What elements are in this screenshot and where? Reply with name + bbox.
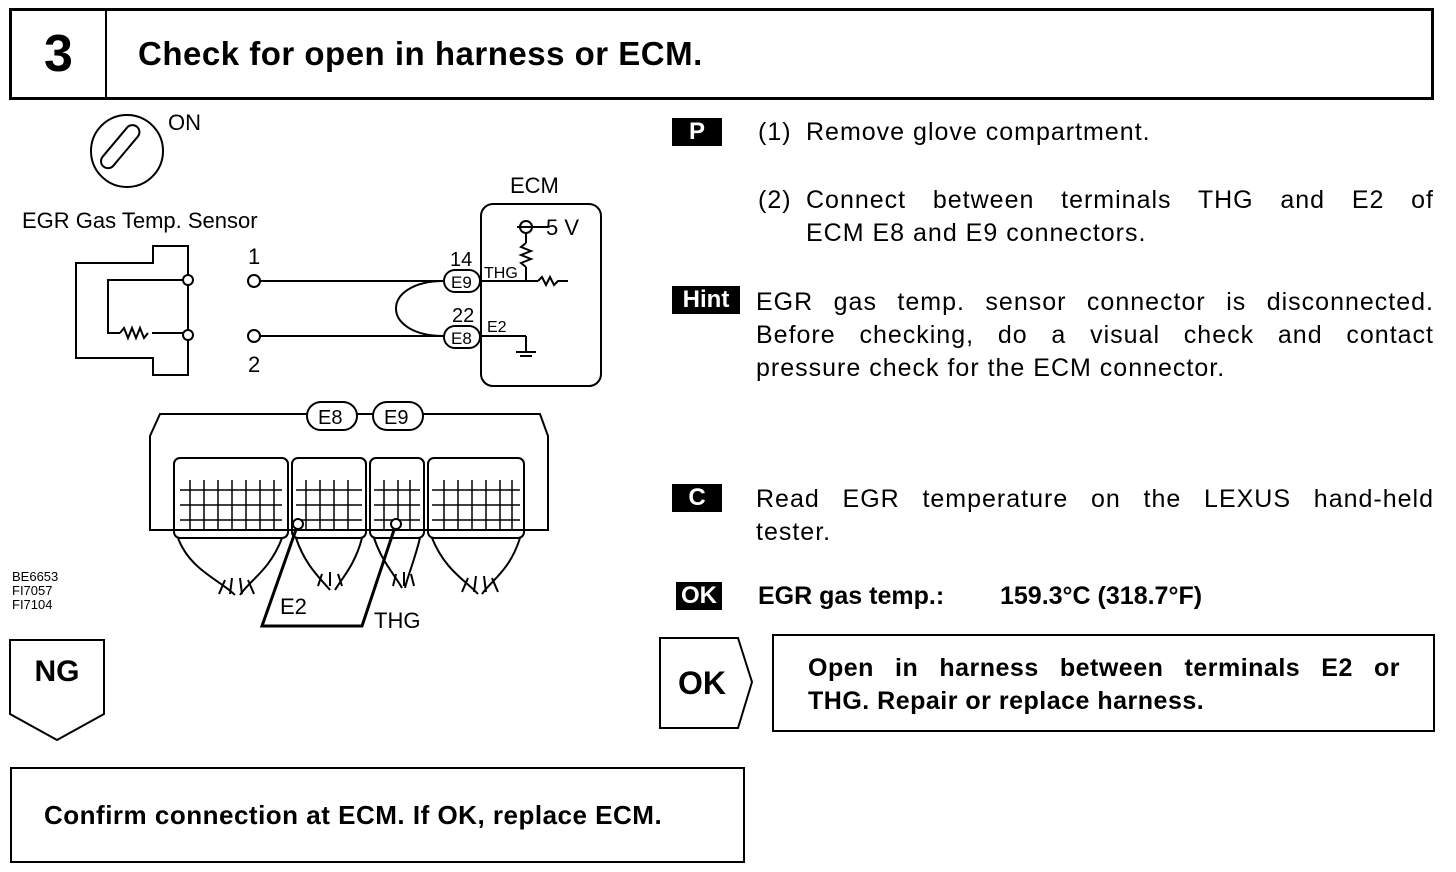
ok-result-line-1: Open in harness between terminals E2 or xyxy=(808,654,1400,682)
ecm-resistor-icon xyxy=(537,274,568,288)
step-2-line-1: Connect between terminals THG and E2 of xyxy=(806,186,1434,214)
ok-arrow-shape xyxy=(659,637,754,729)
check-badge: C xyxy=(672,484,722,512)
step-number: 3 xyxy=(12,11,107,97)
ok-result-line-2: THG. Repair or replace harness. xyxy=(808,687,1205,715)
pin-2-label: 2 xyxy=(248,352,260,377)
wiring-diagram: ON EGR Gas Temp. Sensor ECM 5 V 1 2 14 2… xyxy=(0,100,640,640)
step-header: 3 Check for open in harness or ECM. xyxy=(9,8,1434,100)
connector-e8-tag: E8 xyxy=(318,407,342,429)
step-title: Check for open in harness or ECM. xyxy=(138,35,703,72)
check-line-1: Read EGR temperature on the LEXUS hand-h… xyxy=(756,485,1434,513)
ok-spec-value: 159.3°C (318.7°F) xyxy=(1000,582,1203,610)
ecm-label: ECM xyxy=(510,173,559,198)
ok-badge: OK xyxy=(676,582,722,610)
step-1-number: (1) xyxy=(758,118,792,146)
connector-e9-label: E9 xyxy=(451,273,472,292)
hint-line-3: pressure check for the ECM connector. xyxy=(756,354,1226,382)
sensor-body xyxy=(75,245,189,376)
figure-code-1: BE6653 xyxy=(12,569,58,584)
ground-icon xyxy=(516,351,536,357)
wire-bundles xyxy=(177,537,521,596)
ignition-on-label: ON xyxy=(168,110,201,135)
result-shapes xyxy=(9,634,1435,742)
step-2-number: (2) xyxy=(758,186,792,214)
ng-arrow-shape xyxy=(9,639,105,742)
ecm-connector-block xyxy=(149,413,549,531)
ok-result-text: Open in harness between terminals E2 or … xyxy=(808,652,1400,718)
connector-pins xyxy=(180,480,520,530)
ecm-box xyxy=(480,203,602,387)
ignition-switch-icon xyxy=(90,114,164,188)
terminal-thg-label: THG xyxy=(484,265,518,282)
ng-conclusion-text: Confirm connection at ECM. If OK, replac… xyxy=(44,800,663,830)
voltage-label: 5 V xyxy=(546,215,579,240)
hint-line-1: EGR gas temp. sensor connector is discon… xyxy=(756,288,1434,316)
ok-label: OK xyxy=(678,665,726,701)
pin-22-label: 22 xyxy=(452,305,474,327)
probe-thg-label: THG xyxy=(374,608,420,633)
check-line-2: tester. xyxy=(756,518,832,546)
connector-e8-label: E8 xyxy=(451,329,472,348)
connector-e9-tag: E9 xyxy=(384,407,408,429)
jumper-wire xyxy=(395,280,445,337)
pullup-resistor-icon xyxy=(518,242,534,268)
figure-code-2: FI7057 xyxy=(12,583,52,598)
step-1-text: Remove glove compartment. xyxy=(806,118,1151,146)
wiring-diagram-svg: ON EGR Gas Temp. Sensor ECM 5 V 1 2 14 2… xyxy=(12,110,602,633)
connector-housings xyxy=(173,457,525,539)
hint-badge: Hint xyxy=(672,286,740,314)
ng-conclusion-box xyxy=(10,767,745,863)
sensor-label: EGR Gas Temp. Sensor xyxy=(22,208,258,233)
probe-e2-label: E2 xyxy=(280,594,307,619)
ng-label: NG xyxy=(34,655,80,688)
figure-code-3: FI7104 xyxy=(12,597,52,612)
tester-probes xyxy=(259,518,402,628)
sensor-resistor-icon xyxy=(119,325,149,341)
prepare-badge: P xyxy=(672,118,722,146)
ok-spec-label: EGR gas temp.: xyxy=(758,582,945,610)
pin-14-label: 14 xyxy=(450,249,472,271)
terminal-e2-label: E2 xyxy=(487,319,507,336)
ok-result-box xyxy=(772,634,1435,732)
step-2-line-2: ECM E8 and E9 connectors. xyxy=(806,219,1147,247)
hint-line-2: Before checking, do a visual check and c… xyxy=(756,321,1434,349)
pin-1-label: 1 xyxy=(248,244,260,269)
